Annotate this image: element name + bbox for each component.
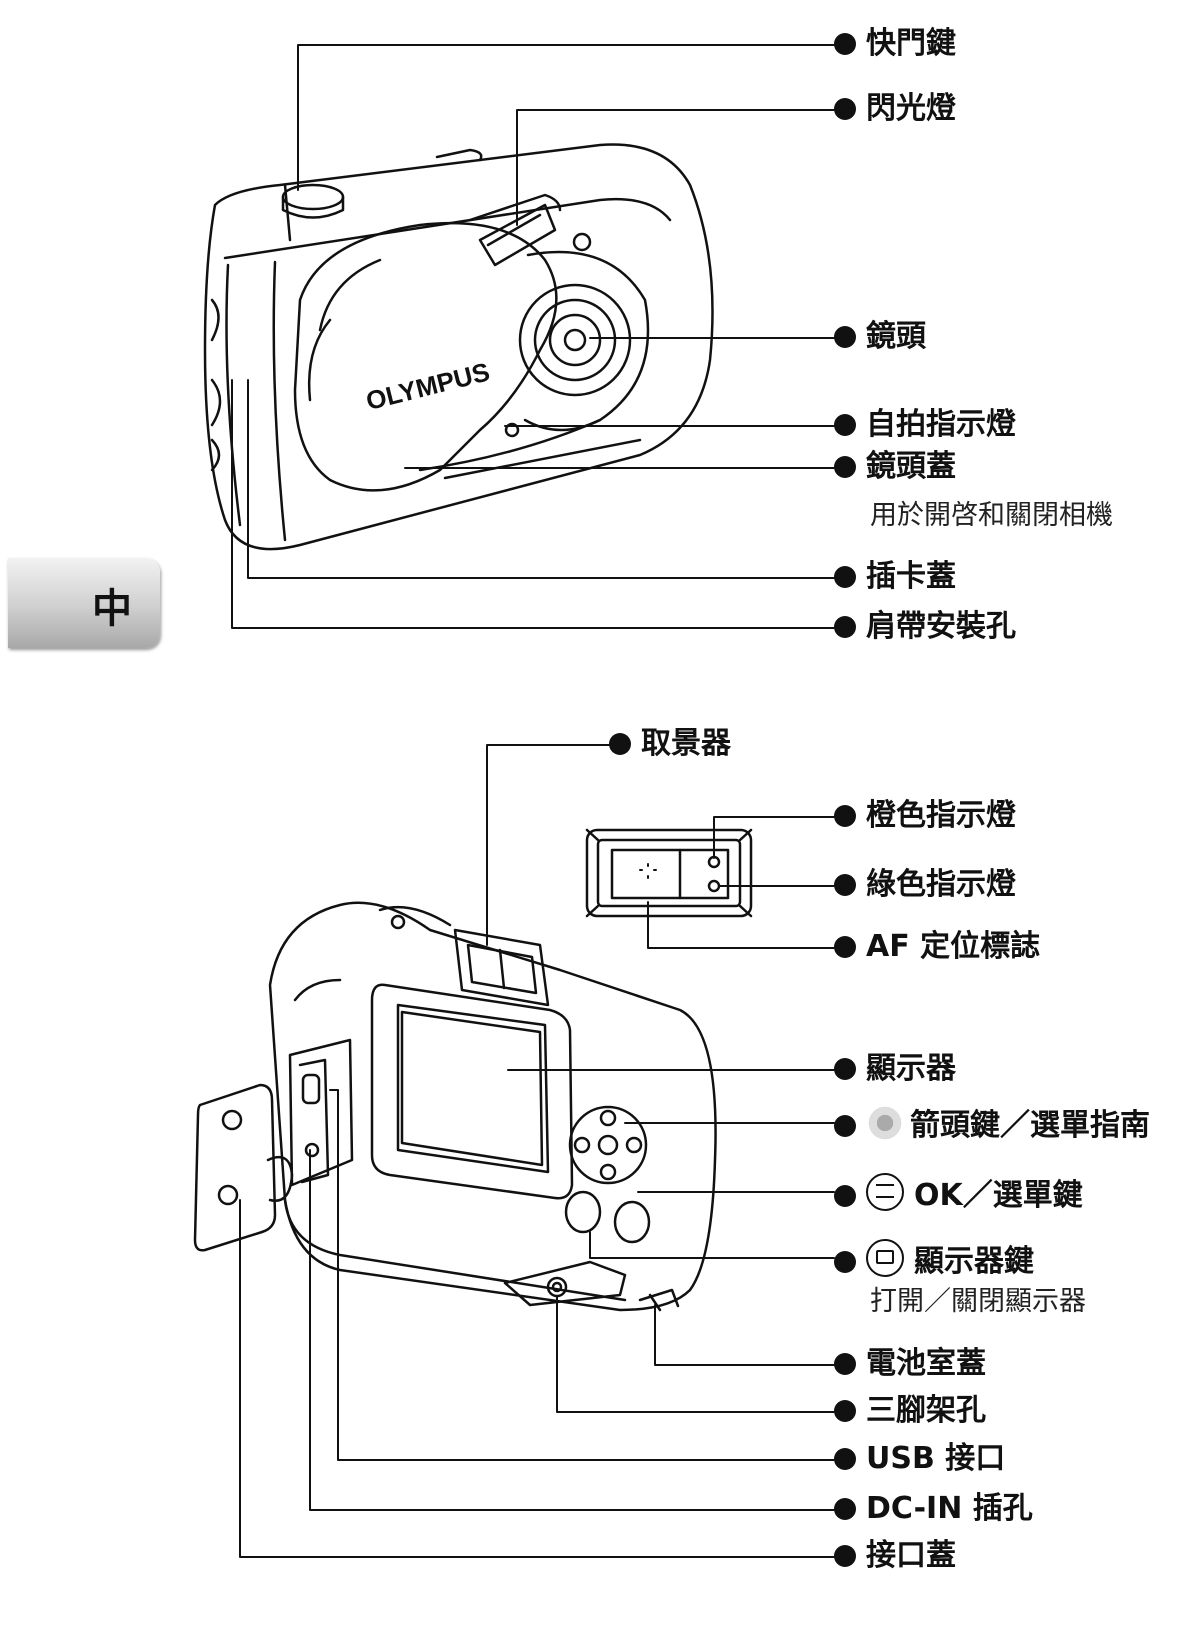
ok-menu-icon [866, 1173, 904, 1211]
bullet-icon [834, 98, 856, 120]
label-flash: 閃光燈 [834, 91, 956, 127]
bullet-icon [834, 1448, 856, 1470]
bullet-icon [834, 805, 856, 827]
monitor-button-icon [866, 1239, 904, 1277]
label-lens: 鏡頭 [834, 319, 926, 355]
label-battery-cover: 電池室蓋 [834, 1346, 986, 1382]
label-viewfinder: 取景器 [609, 726, 731, 762]
back-leader-lines [239, 744, 835, 1558]
back-camera-illustration [193, 901, 717, 1312]
label-af-target-mark: AF 定位標誌 [834, 929, 1040, 965]
bullet-icon [834, 456, 856, 478]
language-tab: 中 [8, 558, 160, 648]
language-tab-label: 中 [92, 586, 132, 632]
viewfinder-inset [585, 828, 753, 918]
label-monitor-button: 顯示器鍵 [834, 1239, 1034, 1280]
bullet-icon [834, 1545, 856, 1567]
label-tripod-socket: 三腳架孔 [834, 1393, 986, 1429]
label-arrow-pad: 箭頭鍵／選單指南 [834, 1104, 1150, 1144]
bullet-icon [834, 326, 856, 348]
bullet-icon [609, 733, 631, 755]
label-monitor: 顯示器 [834, 1051, 956, 1087]
label-lens-cover: 鏡頭蓋 [834, 449, 956, 485]
label-ok-menu-button: OK／選單鍵 [834, 1173, 1083, 1214]
lens-cover-note: 用於開啓和關閉相機 [870, 500, 1113, 531]
label-usb-connector: USB 接口 [834, 1441, 1005, 1477]
bullet-icon [834, 566, 856, 588]
bullet-icon [834, 1115, 856, 1137]
bullet-icon [834, 936, 856, 958]
front-camera-illustration [203, 143, 714, 551]
bullet-icon [834, 616, 856, 638]
front-leader-lines [231, 44, 835, 629]
bullet-icon [834, 1353, 856, 1375]
bullet-icon [834, 1251, 856, 1273]
bullet-icon [834, 1400, 856, 1422]
bullet-icon [834, 1498, 856, 1520]
label-dc-in-jack: DC-IN 插孔 [834, 1491, 1033, 1527]
arrow-pad-icon [866, 1104, 904, 1142]
monitor-button-note: 打開／關閉顯示器 [870, 1286, 1086, 1317]
bullet-icon [834, 1058, 856, 1080]
label-shutter-button: 快門鍵 [834, 26, 956, 62]
brand-logo: OLYMPUS [363, 356, 493, 416]
label-green-lamp: 綠色指示燈 [834, 867, 1016, 903]
label-self-timer-lamp: 自拍指示燈 [834, 407, 1016, 443]
label-orange-lamp: 橙色指示燈 [834, 798, 1016, 834]
label-connector-cover: 接口蓋 [834, 1538, 956, 1574]
bullet-icon [834, 33, 856, 55]
bullet-icon [834, 1185, 856, 1207]
label-strap-eyelet: 肩帶安裝孔 [834, 609, 1016, 645]
bullet-icon [834, 874, 856, 896]
bullet-icon [834, 414, 856, 436]
label-card-cover: 插卡蓋 [834, 559, 956, 595]
